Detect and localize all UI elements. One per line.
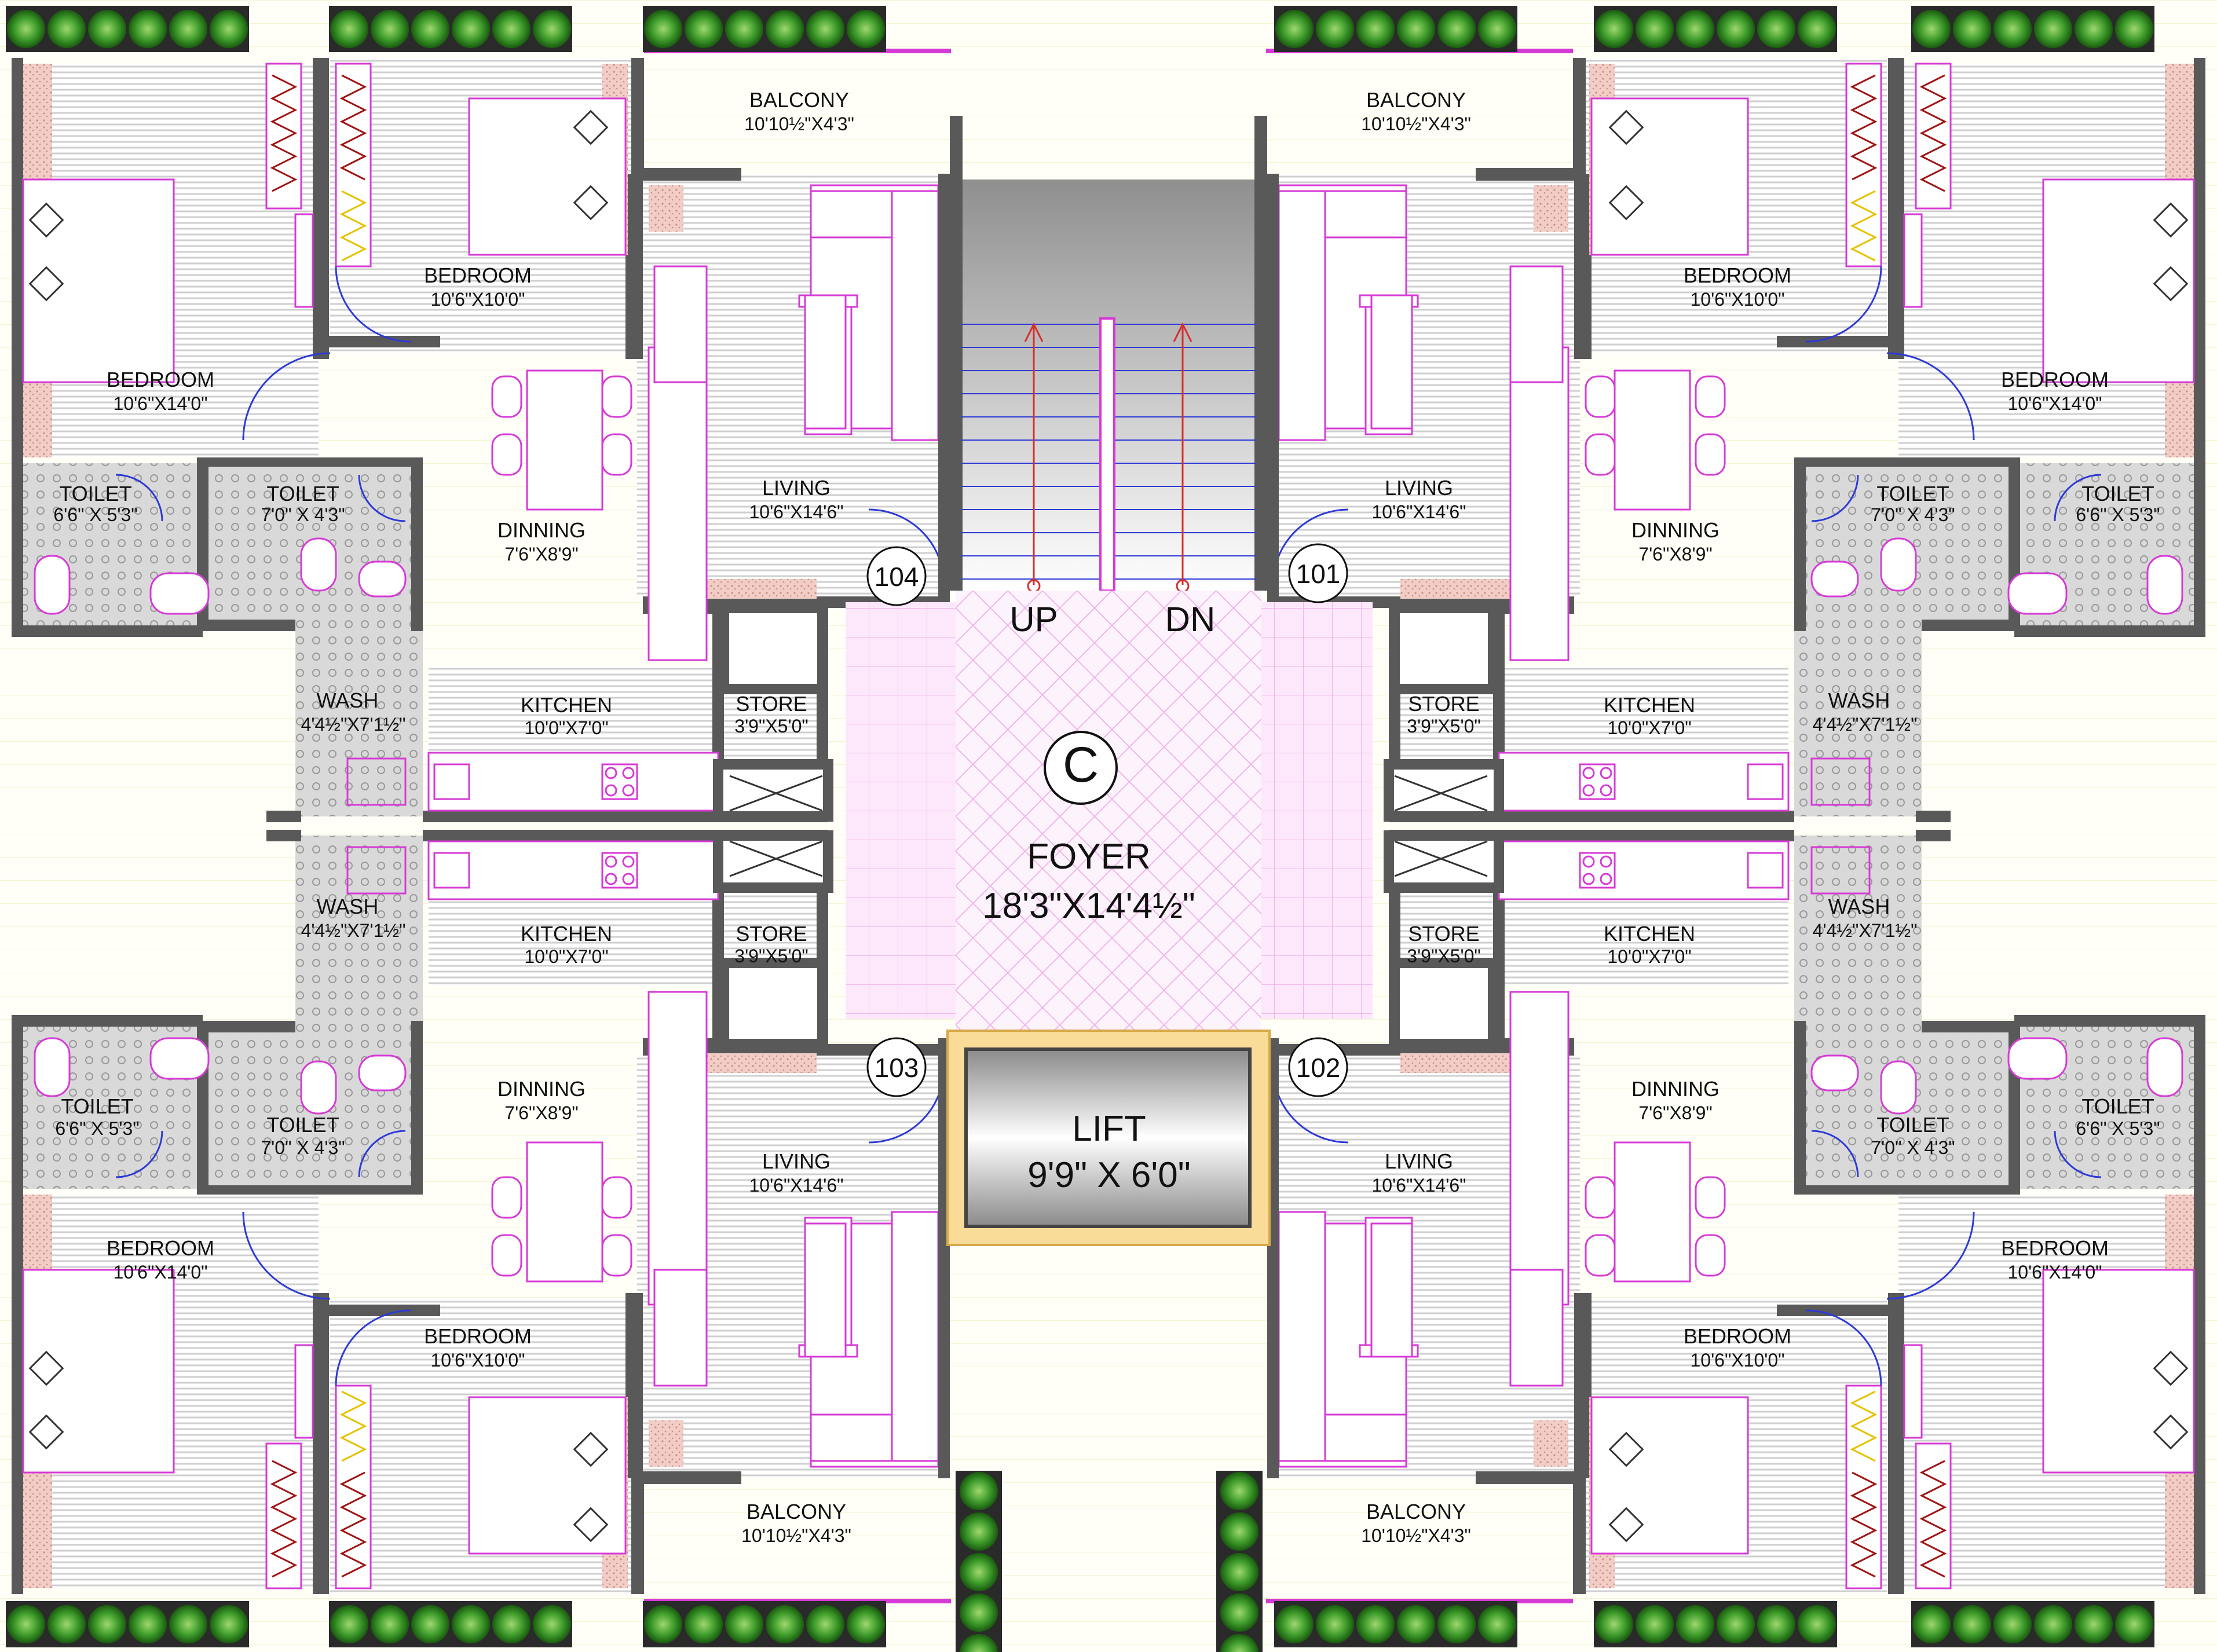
room-name: STORE [1408,692,1479,716]
room-size: 10'10½"X4'3" [1361,113,1471,134]
room-size: 6'6" X 5'3" [2076,504,2160,525]
room-size: 10'0"X7'0" [1607,717,1691,738]
room-size: 6'6" X 5'3" [2076,1118,2160,1139]
flat-number-101: 101 [1296,559,1341,589]
room-name: TOILET [1876,1113,1949,1137]
lift-name: LIFT [1072,1109,1146,1149]
room-size: 10'10½"X4'3" [1361,1525,1471,1546]
flat-number-markers [866,543,1348,1097]
wing-label: C [1063,737,1099,793]
room-size: 10'6"X14'0" [113,1262,207,1283]
room-name: BALCONY [1366,1500,1466,1523]
room-name: TOILET [61,1094,133,1118]
room-size: 10'6"X10'0" [1690,1350,1784,1371]
room-size: 10'6"X14'0" [2007,1262,2102,1283]
room-size: 7'6"X8'9" [504,544,578,565]
room-name: BEDROOM [2001,1236,2109,1260]
room-name: BEDROOM [107,1236,214,1260]
flat-number-102: 102 [1296,1053,1341,1083]
room-size: 7'6"X8'9" [1638,1102,1712,1123]
wing-marker [1044,731,1118,805]
room-name: LIVING [1385,476,1453,500]
room-size: 7'0" X 4'3" [1871,504,1955,525]
room-name: DINNING [1631,518,1720,542]
room-size: 3'9"X5'0" [734,946,808,966]
stair-up-label: UP [1009,600,1058,639]
room-size: 3'9"X5'0" [1407,946,1480,966]
room-name: LIVING [762,1149,831,1173]
room-size: 4'4½"X7'1½" [301,920,406,941]
room-name: TOILET [59,482,131,506]
staircase [950,116,1267,593]
foyer [846,591,1373,1054]
room-size: 3'9"X5'0" [734,716,808,737]
room-size: 7'0" X 4'3" [261,1137,345,1158]
room-size: 4'4½"X7'1½" [1813,920,1918,941]
foyer-name: FOYER [1027,837,1151,877]
room-name: WASH [317,688,379,712]
room-size: 10'6"X14'0" [2007,393,2102,414]
room-name: BEDROOM [1684,263,1791,287]
room-name: LIVING [762,476,831,500]
room-size: 7'0" X 4'3" [1871,1137,1955,1158]
room-size: 10'6"X14'6" [749,501,843,522]
room-size: 3'9"X5'0" [1407,716,1480,737]
room-size: 10'6"X10'0" [430,1350,525,1371]
room-name: STORE [1408,922,1479,946]
room-size: 10'6"X14'6" [1371,501,1466,522]
room-size: 6'6" X 5'3" [53,504,137,525]
room-name: TOILET [266,1113,339,1137]
room-size: 10'6"X10'0" [1690,289,1784,310]
room-size: 10'6"X14'6" [749,1175,843,1196]
room-name: BALCONY [749,88,849,112]
room-size: 4'4½"X7'1½" [1813,714,1918,735]
room-size: 4'4½"X7'1½" [301,714,406,735]
room-size: 10'6"X10'0" [430,289,525,310]
room-name: WASH [317,895,379,918]
lift [946,1030,1271,1246]
room-size: 10'10½"X4'3" [744,113,854,134]
room-name: TOILET [2081,1094,2154,1118]
room-size: 7'6"X8'9" [504,1102,578,1123]
room-name: STORE [736,922,807,946]
room-size: 10'6"X14'6" [1371,1175,1466,1196]
room-size: 6'6" X 5'3" [55,1118,139,1139]
room-size: 10'0"X7'0" [1607,946,1691,967]
room-name: BEDROOM [424,1324,532,1348]
room-name: KITCHEN [1604,922,1695,946]
room-name: WASH [1828,895,1890,918]
room-size: 10'0"X7'0" [524,946,608,967]
room-name: KITCHEN [1604,693,1695,717]
room-size: 10'10½"X4'3" [741,1525,851,1546]
foyer-size: 18'3"X14'4½" [982,886,1195,926]
room-size: 7'6"X8'9" [1638,544,1712,565]
room-name: DINNING [497,518,586,542]
room-name: DINNING [1631,1077,1720,1101]
room-name: KITCHEN [521,693,612,717]
room-name: BEDROOM [107,368,214,391]
room-name: TOILET [1876,482,1949,506]
stair-down-label: DN [1165,600,1216,639]
room-name: TOILET [2081,482,2154,506]
room-name: BEDROOM [1684,1324,1791,1348]
room-name: BEDROOM [424,263,532,287]
room-name: BEDROOM [2001,368,2109,391]
room-size: 7'0" X 4'3" [261,504,345,525]
room-name: KITCHEN [521,922,612,946]
room-name: STORE [736,692,807,716]
room-name: BALCONY [747,1500,846,1523]
room-size: 10'0"X7'0" [524,717,608,738]
room-size: 10'6"X14'0" [113,393,207,414]
lift-size: 9'9" X 6'0" [1027,1155,1190,1195]
room-name: BALCONY [1366,88,1466,112]
room-name: TOILET [266,482,339,506]
room-name: WASH [1828,688,1890,712]
room-name: LIVING [1385,1149,1453,1173]
labels: C FOYER 18'3"X14'4½" LIFT 9'9" X 6'0" UP… [53,88,2160,1546]
room-name: DINNING [497,1077,586,1101]
flat-number-103: 103 [875,1053,919,1083]
flat-number-104: 104 [875,562,919,592]
